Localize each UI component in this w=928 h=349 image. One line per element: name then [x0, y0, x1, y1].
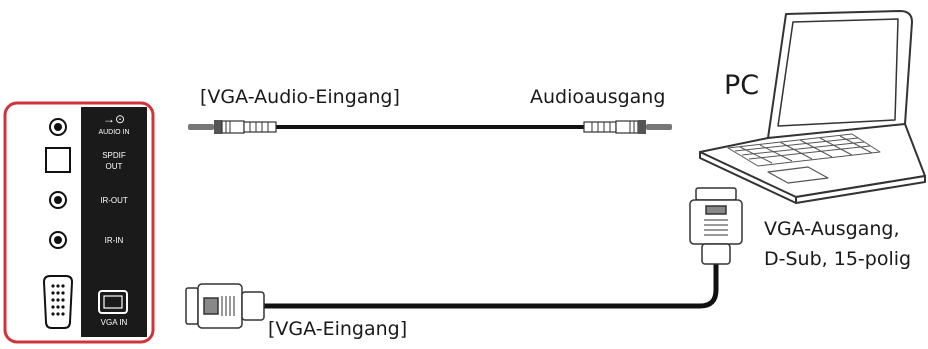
label-pc: PC	[724, 70, 760, 101]
spdif-port	[45, 147, 71, 173]
panel-dark-strip	[81, 107, 147, 337]
audio-in-symbol-icon: →⊙	[102, 112, 126, 126]
panel-label-spdif-out: OUT	[105, 162, 123, 171]
panel-label-ir-out: IR-OUT	[100, 196, 128, 205]
label-vga-audio-in: [VGA-Audio-Eingang]	[200, 86, 400, 108]
audio-cable	[188, 120, 672, 134]
ir-in-jack	[49, 231, 67, 249]
laptop-icon	[699, 10, 926, 204]
panel-label-spdif: SPDIF	[102, 151, 126, 160]
label-vga-out-2: D-Sub, 15-polig	[764, 248, 912, 270]
panel-label-vga-in: VGA IN	[100, 318, 128, 327]
audio-in-jack	[49, 118, 67, 136]
panel-label-ir-in: IR-IN	[104, 236, 124, 245]
vga-cable	[185, 187, 743, 329]
vga-in-icon	[98, 290, 128, 314]
display-rear-panel	[3, 101, 155, 344]
vga-plug-left	[185, 283, 265, 329]
panel-label-audio-in: AUDIO IN	[98, 129, 130, 136]
label-vga-out-1: VGA-Ausgang,	[764, 218, 900, 240]
ir-out-jack	[49, 191, 67, 209]
audio-plug-left	[188, 120, 277, 134]
vga-plug-right	[689, 187, 743, 265]
label-audio-out: Audioausgang	[530, 86, 666, 108]
label-vga-in: [VGA-Eingang]	[268, 318, 408, 340]
vga-in-port	[42, 275, 74, 329]
audio-plug-right	[583, 120, 672, 134]
